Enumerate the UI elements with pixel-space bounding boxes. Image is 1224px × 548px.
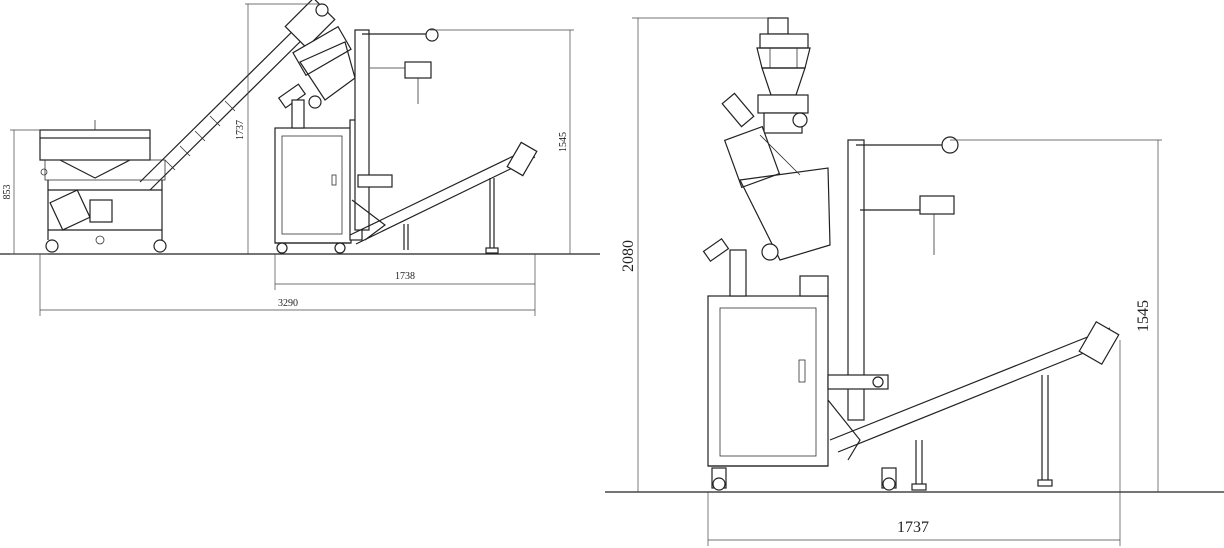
- right-dimensions: [632, 17, 1162, 546]
- right-dim-machine-width: 1737: [897, 519, 929, 536]
- right-vacuum-loader: [756, 17, 811, 134]
- left-dim-conveyor-height: 1545: [558, 132, 569, 152]
- left-dim-hopper-height: 853: [2, 185, 13, 200]
- left-dimensions: [10, 3, 574, 316]
- left-dim-auger-height: 1737: [235, 120, 246, 140]
- left-machine: [274, 28, 439, 254]
- right-dim-conveyor-height: 1545: [1135, 300, 1152, 332]
- right-machine-cabinet: [707, 249, 897, 491]
- right-column: [827, 136, 959, 461]
- left-dim-machine-width: 1738: [395, 271, 415, 282]
- left-auger: [139, 0, 356, 191]
- left-hopper: [39, 120, 167, 253]
- right-conveyor: [829, 320, 1120, 491]
- right-view: 2080 1545 1737: [605, 17, 1224, 546]
- left-dim-total-width: 3290: [278, 298, 298, 309]
- left-conveyor: [349, 141, 538, 254]
- right-tilted-hopper: [702, 92, 831, 263]
- right-dim-total-height: 2080: [620, 240, 637, 272]
- left-view: 853 1737 1545 1738 3290: [0, 0, 600, 316]
